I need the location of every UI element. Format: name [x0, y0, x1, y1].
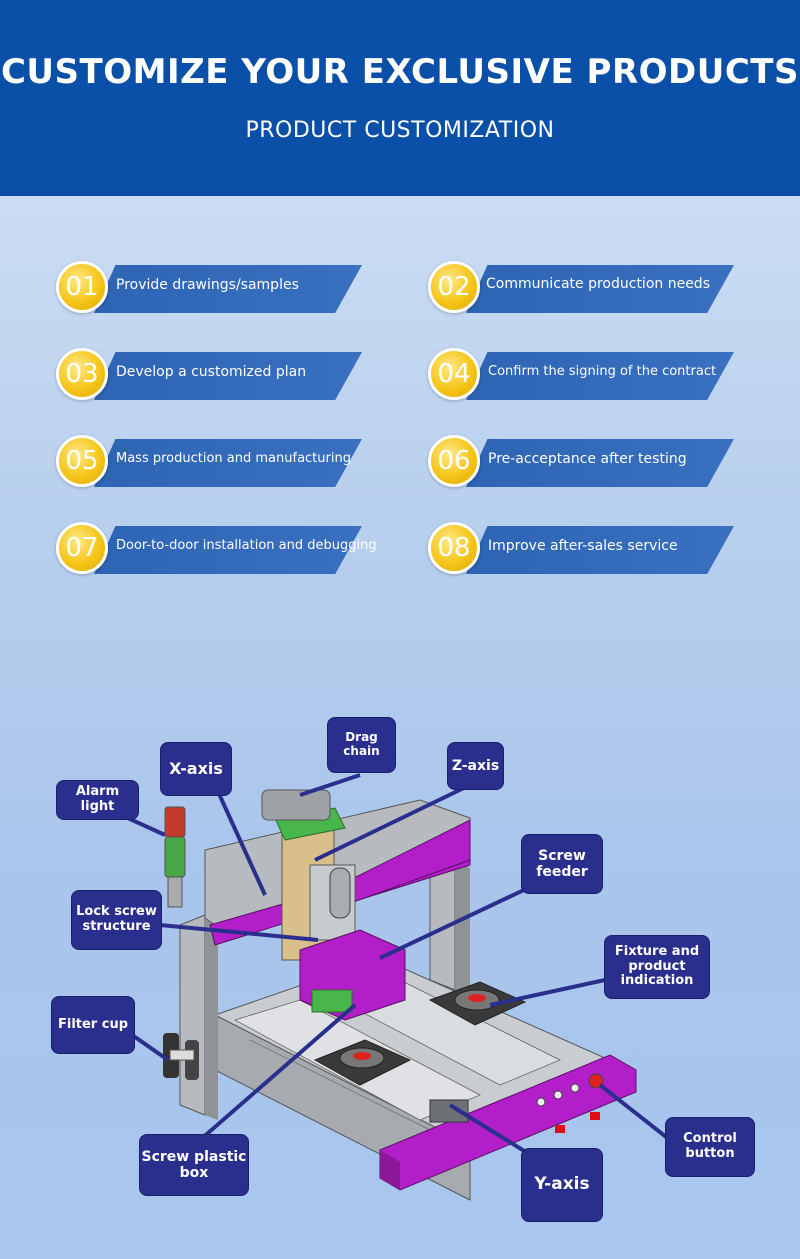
step-05: Mass production and manufacturing 05: [54, 433, 394, 493]
step-label: Provide drawings/samples: [116, 277, 299, 293]
step-03: Develop a customized plan 03: [54, 346, 394, 406]
step-ribbon: [466, 526, 734, 574]
step-ribbon: [94, 265, 362, 313]
step-01: Provide drawings/samples 01: [54, 259, 394, 319]
step-number-badge: 01: [56, 261, 108, 313]
step-number-badge: 08: [428, 522, 480, 574]
screw-machine-illustration: [109, 773, 672, 1201]
callout-alarm-light: Alarm light: [56, 780, 139, 820]
alarm-light: [164, 806, 186, 908]
callout-fixture-indication: Fixture and product indication: [604, 935, 710, 999]
callout-pointers: [109, 773, 672, 1172]
callout-z-axis: Z-axis: [447, 742, 504, 790]
step-number-badge: 02: [428, 261, 480, 313]
step-ribbon: [94, 526, 362, 574]
callout-control-button: Control button: [665, 1117, 755, 1177]
callout-screw-plastic-box: Screw plastic box: [139, 1134, 249, 1196]
step-label: Confirm the signing of the contract: [488, 364, 717, 379]
fixture-left: [313, 1039, 412, 1086]
step-ribbon: [94, 439, 362, 487]
callout-lock-screw-structure: Lock screw structure: [71, 890, 162, 950]
step-label: Door-to-door installation and debugging: [116, 538, 377, 553]
step-08: Improve after-sales service 08: [426, 520, 766, 580]
step-ribbon: [94, 352, 362, 400]
step-02: Communicate production needs 02: [426, 259, 766, 319]
page-title: CUSTOMIZE YOUR EXCLUSIVE PRODUCTS: [0, 52, 799, 92]
fixture-right: [428, 981, 527, 1026]
z-axis-carriage: [261, 789, 356, 976]
header-banner: CUSTOMIZE YOUR EXCLUSIVE PRODUCTS PRODUC…: [0, 0, 800, 196]
step-number-badge: 03: [56, 348, 108, 400]
callout-filter-cup: Filter cup: [51, 996, 135, 1054]
step-label: Develop a customized plan: [116, 364, 307, 380]
callout-drag-chain: Drag chain: [327, 717, 396, 773]
step-ribbon: [466, 265, 734, 313]
step-04: Confirm the signing of the contract 04: [426, 346, 766, 406]
callout-screw-feeder: Screw feeder: [521, 834, 603, 894]
step-ribbon: [466, 439, 734, 487]
step-number-badge: 04: [428, 348, 480, 400]
step-label: Mass production and manufacturing: [116, 451, 351, 466]
step-06: Pre-acceptance after testing 06: [426, 433, 766, 493]
filter-cup: [163, 1033, 199, 1080]
page-subtitle: PRODUCT CUSTOMIZATION: [245, 118, 555, 143]
step-label: Communicate production needs: [486, 276, 710, 292]
callout-y-axis: Y-axis: [521, 1148, 603, 1222]
step-number-badge: 06: [428, 435, 480, 487]
step-number-badge: 07: [56, 522, 108, 574]
right-column: [429, 859, 470, 996]
y-axis-rail: [379, 1054, 637, 1191]
left-column: [179, 914, 218, 1120]
callout-x-axis: X-axis: [160, 742, 232, 796]
screw-feeder-unit: [299, 929, 406, 1021]
step-label: Improve after-sales service: [488, 538, 678, 554]
step-label: Pre-acceptance after testing: [488, 451, 687, 467]
step-07: Door-to-door installation and debugging …: [54, 520, 394, 580]
step-number-badge: 05: [56, 435, 108, 487]
screw-plastic-box: [429, 1099, 469, 1123]
step-ribbon: [466, 352, 734, 400]
